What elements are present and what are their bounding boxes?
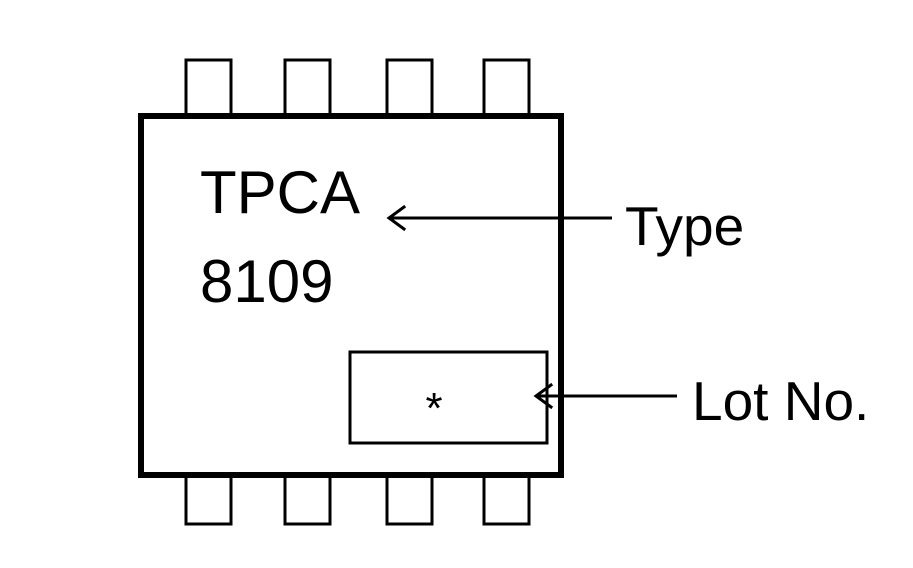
type-marking-line2: 8109	[200, 248, 333, 315]
type-marking-line1: TPCA	[200, 159, 360, 226]
type-label: Type	[625, 195, 744, 257]
pin-bottom-3	[385, 474, 434, 526]
pin-top-4	[482, 58, 531, 117]
pin-top-1	[184, 58, 233, 117]
lot-number-label: Lot No.	[692, 370, 869, 432]
pin-bottom-1	[184, 474, 233, 526]
lot-callout-arrow	[533, 382, 677, 410]
pin-top-2	[283, 58, 332, 117]
lot-number-box	[348, 350, 549, 445]
lot-number-placeholder: *	[425, 384, 442, 433]
pin-bottom-4	[482, 474, 531, 526]
bottom-pins	[184, 474, 531, 526]
pin-top-3	[385, 58, 434, 117]
top-pins	[184, 58, 531, 117]
type-callout-arrow	[386, 204, 612, 232]
pin-bottom-2	[283, 474, 332, 526]
